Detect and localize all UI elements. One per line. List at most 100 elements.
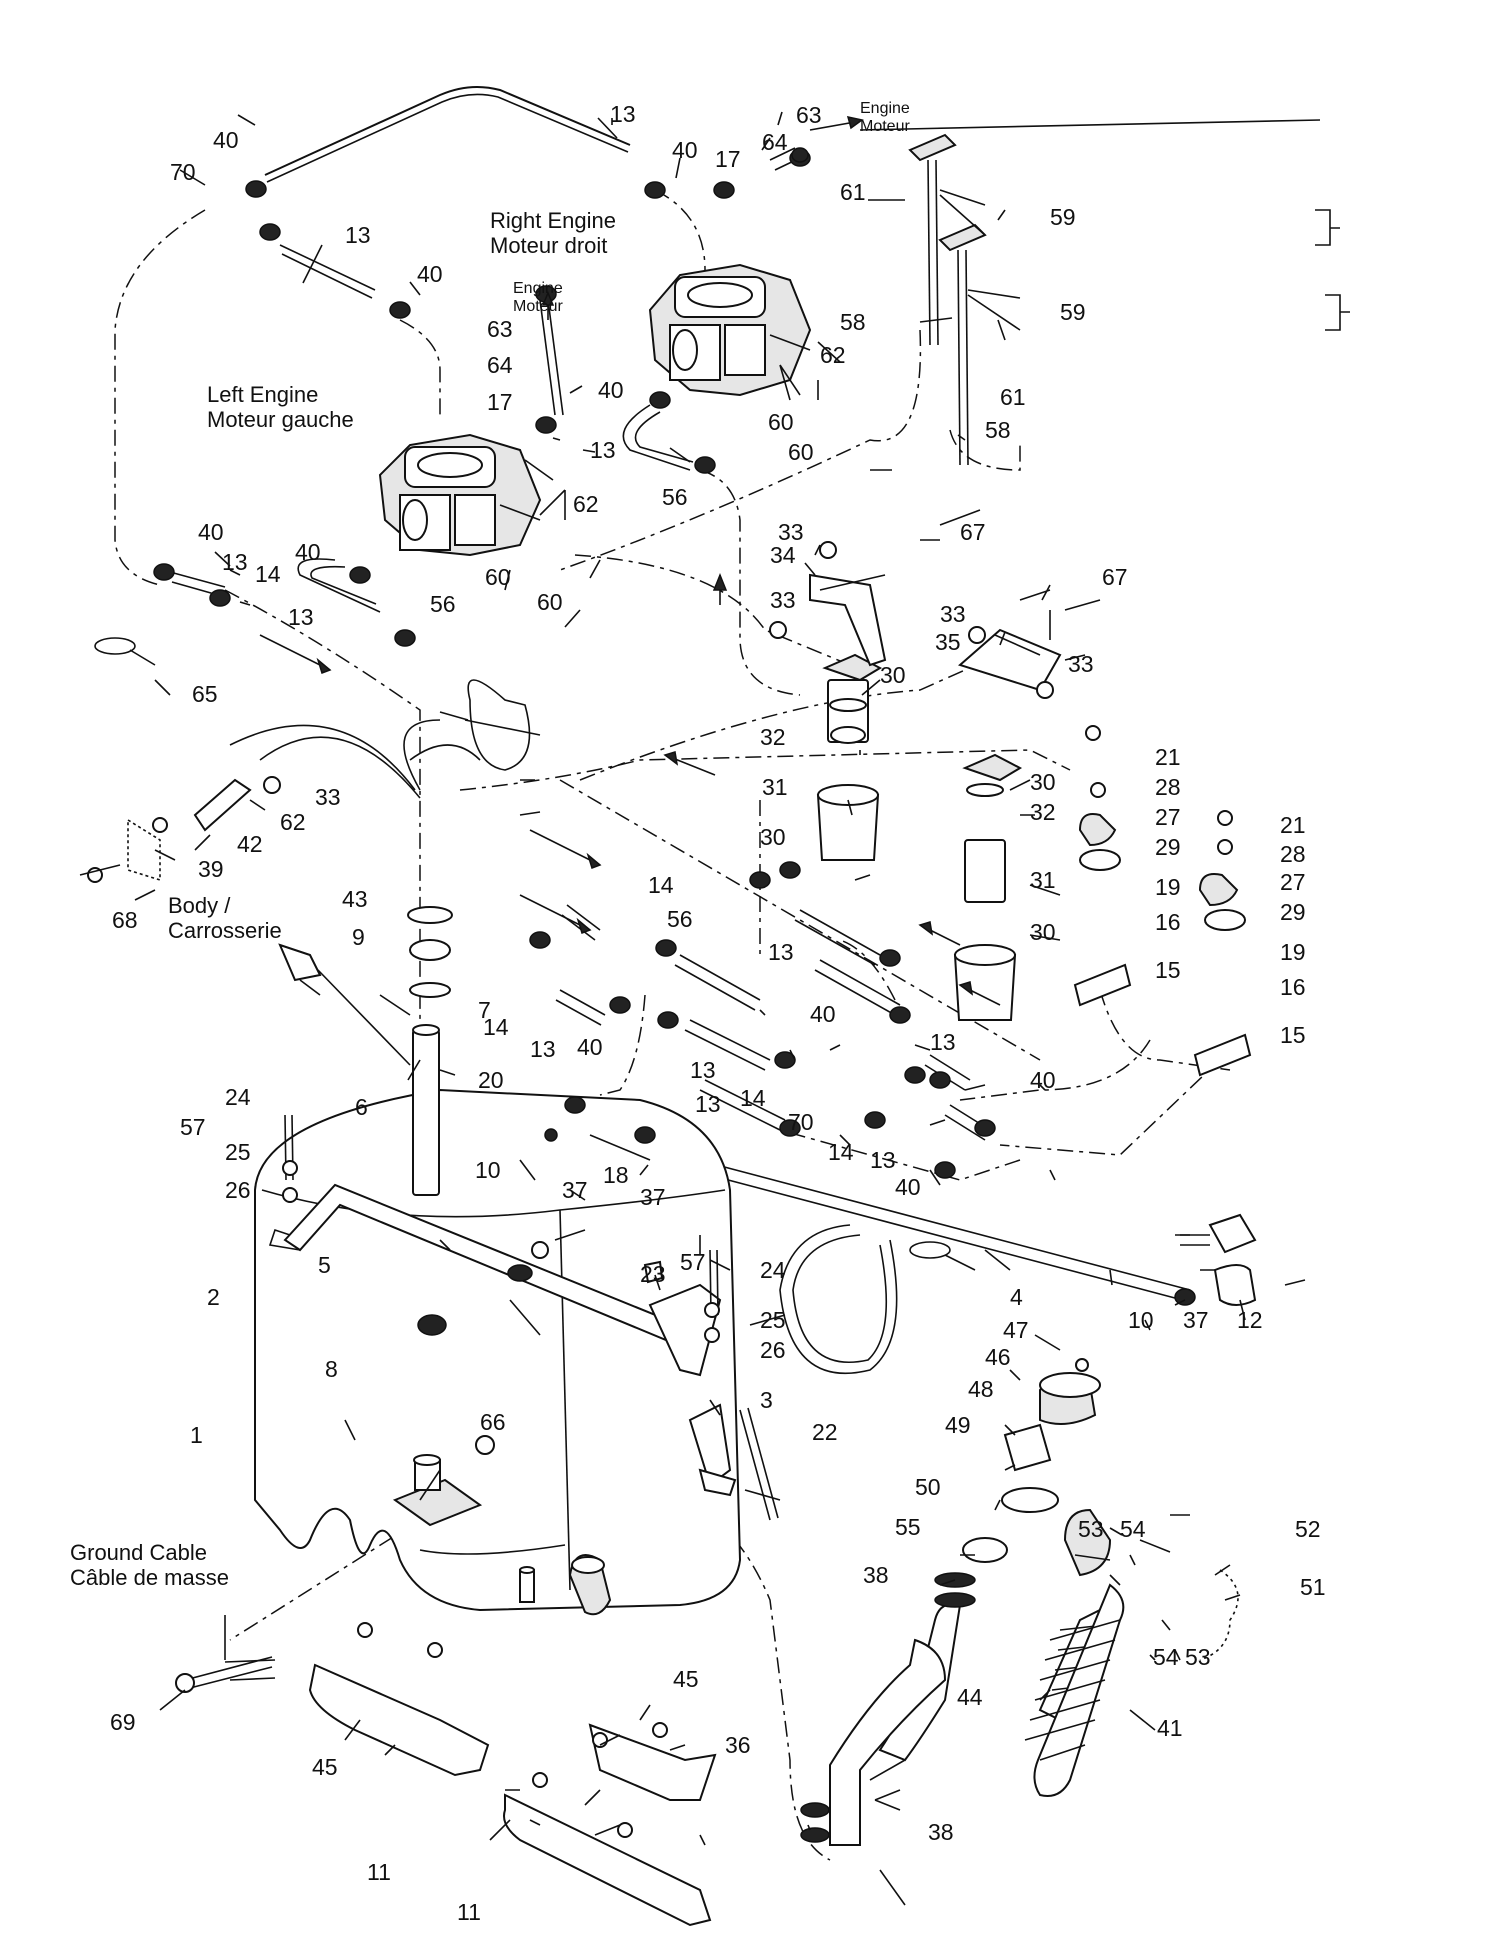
callout-label: 24 [760,1257,786,1283]
callout-label: 37 [1183,1307,1209,1333]
caption-body-fr: Carrosserie [168,918,282,943]
callout-label: 44 [957,1684,983,1710]
callout-label: 65 [192,681,218,707]
callout-label: 66 [480,1409,506,1435]
callout-label: 30 [760,824,786,850]
callout-label: 60 [788,439,814,465]
callout-label: 45 [673,1666,699,1692]
callout-label: 40 [198,519,224,545]
shutoff-valves [1073,849,1252,1077]
callout-label: 35 [935,629,961,655]
callout-label: 53 [1185,1644,1211,1670]
callout-label: 48 [968,1376,994,1402]
callout-label: 16 [1280,974,1306,1000]
caption-left-engine-fr: Moteur gauche [207,407,354,432]
callout-label: 61 [1000,384,1026,410]
callout-label: 33 [770,587,796,613]
callout-label: 36 [725,1732,751,1758]
callout-label: 39 [198,856,224,882]
callout-label: 54 [1120,1516,1146,1542]
callout-label: 19 [1280,939,1306,965]
callout-label: 31 [762,774,788,800]
caption-left-engine-en: Left Engine [207,382,318,407]
callout-label: 40 [417,261,443,287]
callout-label: 4 [1010,1284,1023,1310]
callout-label: 33 [778,519,804,545]
callout-label: 40 [1030,1067,1056,1093]
callout-label: 33 [1068,651,1094,677]
callout-label: 40 [895,1174,921,1200]
callout-label: 41 [1157,1715,1183,1741]
callout-label: 49 [945,1412,971,1438]
callout-label: 22 [812,1419,838,1445]
callout-label: 29 [1280,899,1306,925]
callout-label: 67 [960,519,986,545]
callout-label: 33 [315,784,341,810]
callout-label: 47 [1003,1317,1029,1343]
callout-label: 55 [895,1514,921,1540]
callout-label: 24 [225,1084,251,1110]
callout-label: 61 [840,179,866,205]
callout-label: 63 [487,316,513,342]
callout-label: 58 [985,417,1011,443]
callout-label: 28 [1155,774,1181,800]
callout-label: 30 [1030,769,1056,795]
callout-label: 25 [760,1307,786,1333]
callout-label: 14 [255,561,281,587]
callout-label: 51 [1300,1574,1326,1600]
callout-label: 23 [640,1261,666,1287]
callout-label: 33 [940,601,966,627]
callouts: 13 40 70 40 13 40 63 64 17 40 13 56 17 6… [110,101,1326,1925]
callout-label: 50 [915,1474,941,1500]
fuel-pickup [407,906,453,1196]
callout-label: 56 [667,906,693,932]
choke-rods [908,133,987,466]
callout-label: 70 [170,159,196,185]
filter-brackets [809,573,1062,692]
callout-label: 13 [930,1029,956,1055]
callout-label: 18 [603,1162,629,1188]
callout-label: 13 [768,939,794,965]
callout-label: 13 [288,604,314,630]
callout-label: 37 [640,1184,666,1210]
callout-label: 54 [1153,1644,1179,1670]
callout-label: 1 [190,1422,203,1448]
callout-label: 14 [648,872,674,898]
captions: Right Engine Moteur droit Left Engine Mo… [70,100,910,1590]
callout-label: 25 [225,1139,251,1165]
caption-body-en: Body / [168,893,231,918]
callout-label: 68 [112,907,138,933]
callout-label: 3 [760,1387,773,1413]
callout-label: 13 [530,1036,556,1062]
caption-ground-cable-fr: Câble de masse [70,1565,229,1590]
callout-label: 40 [598,377,624,403]
callout-label: 62 [573,491,599,517]
callout-label: 17 [715,146,741,172]
caption-ground-cable-en: Ground Cable [70,1540,207,1565]
callout-label: 7 [478,997,491,1023]
callout-label: 31 [1030,867,1056,893]
caption-engine-top-en: Engine [860,100,910,117]
callout-label: 57 [680,1249,706,1275]
callout-label: 21 [1155,744,1181,770]
callout-label: 34 [770,542,796,568]
callout-label: 64 [487,352,513,378]
callout-label: 17 [487,389,513,415]
callout-label: 26 [225,1177,251,1203]
callout-label: 14 [740,1085,766,1111]
caption-right-engine-en: Right Engine [490,208,616,233]
caption-engine-left-fr: Moteur [513,298,563,315]
caption-right-engine-fr: Moteur droit [490,233,607,258]
callout-label: 13 [610,101,636,127]
callout-label: 57 [180,1114,206,1140]
callout-label: 20 [478,1067,504,1093]
callout-label: 10 [1128,1307,1154,1333]
callout-label: 43 [342,886,368,912]
callout-label: 14 [828,1139,854,1165]
left-carburetor [378,433,542,557]
callout-label: 15 [1280,1022,1306,1048]
callout-label: 16 [1155,909,1181,935]
callout-label: 30 [1030,919,1056,945]
callout-label: 63 [796,102,822,128]
